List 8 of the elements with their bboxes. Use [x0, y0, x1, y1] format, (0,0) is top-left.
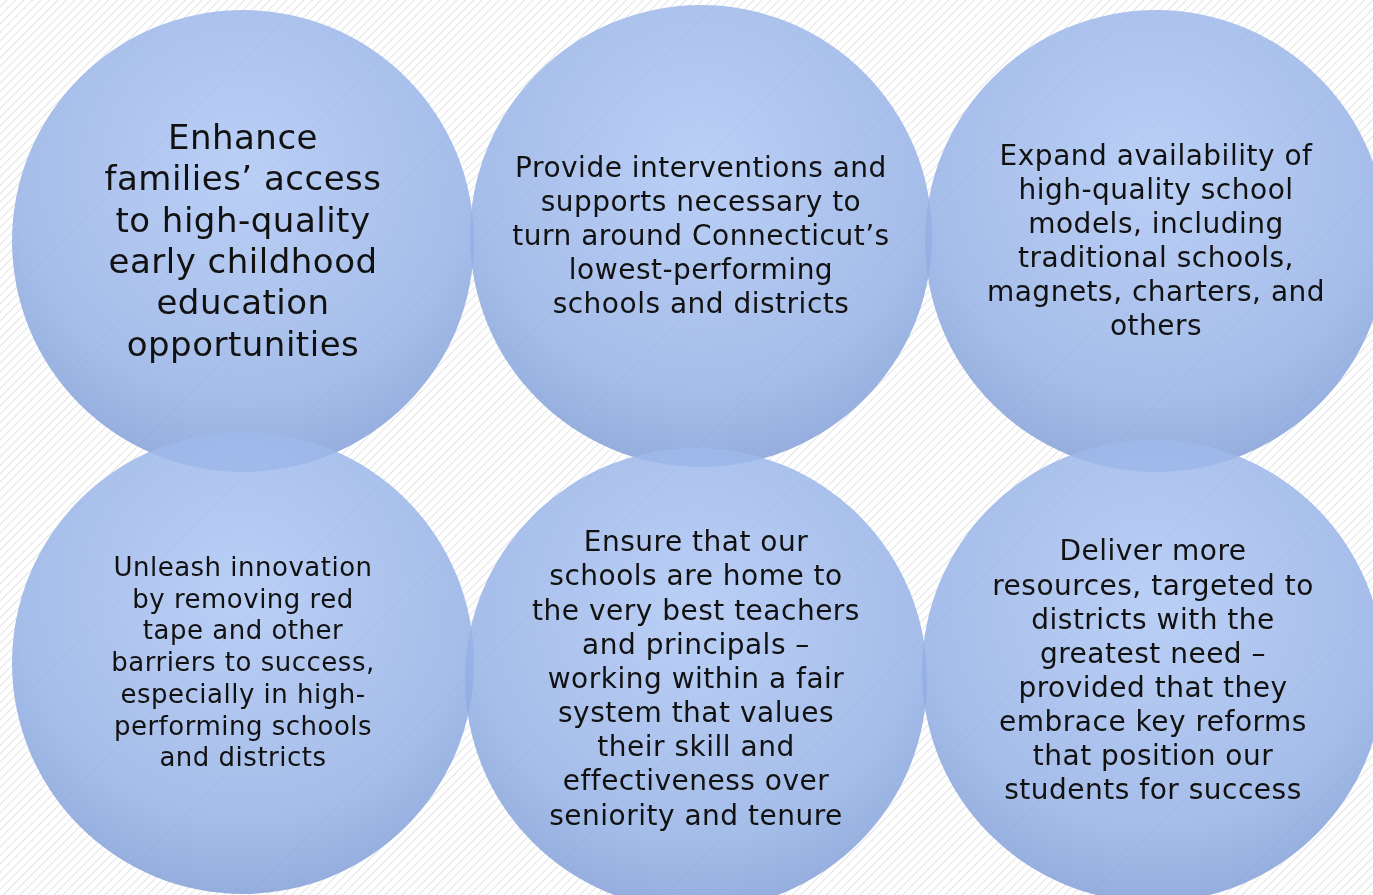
goal-text: Enhance families’ access to high-quality early childhood education opportunities: [103, 116, 383, 366]
goal-text: Deliver more resources, targeted to districts with the greatest need – provided that they embrace key reforms that position our students for success: [991, 534, 1315, 808]
circle: [922, 440, 1373, 895]
circle: [465, 448, 927, 895]
goal-text: Expand availability of high-quality school models, including traditional schools, magnets, charters, and others: [986, 138, 1326, 344]
goal-text: Provide interventions and supports necessary to turn around Connecticut’s lowest-performing schools and districts: [511, 150, 891, 322]
goal-text: Unleash innovation by removing red tape and other barriers to success, especially in high-performing schools and districts: [110, 552, 376, 774]
goal-text: Ensure that our schools are home to the very best teachers and principals – working within a fair system that values their skill and effectiveness over seniority and tenure: [531, 525, 861, 833]
